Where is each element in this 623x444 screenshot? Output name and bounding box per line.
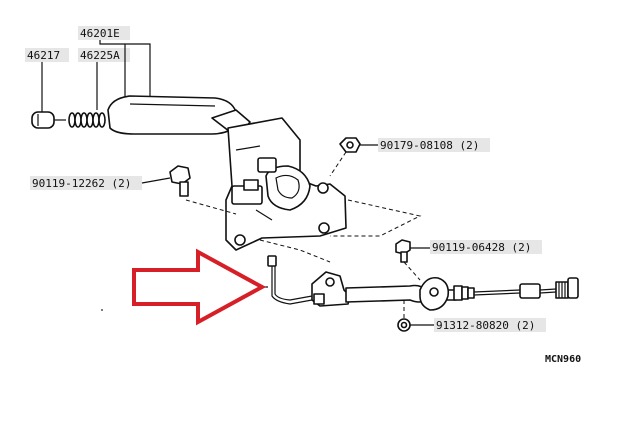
label-46225a: 46225A	[80, 49, 120, 62]
assembly-dashed-lines	[185, 151, 422, 318]
release-knob-46217	[31, 111, 66, 129]
bolt-90119-12262	[141, 165, 191, 197]
brake-cable-46410	[251, 255, 579, 311]
spring-46225a	[68, 112, 106, 128]
nut-90179-08108	[339, 137, 378, 153]
label-46201e: 46201E	[80, 27, 120, 40]
bolt-90119-06428	[395, 239, 430, 263]
speck	[101, 309, 103, 311]
parking-brake-lever	[107, 95, 347, 251]
label-91312-80820: 91312-80820 (2)	[436, 319, 535, 332]
group-bracket-46201e	[41, 40, 151, 112]
label-90119-12262: 90119-12262 (2)	[32, 177, 131, 190]
label-90119-06428: 90119-06428 (2)	[432, 241, 531, 254]
red-callout-arrow-icon	[132, 248, 267, 326]
label-90179-08108: 90179-08108 (2)	[380, 139, 479, 152]
label-46217: 46217	[27, 49, 60, 62]
diagram-code: MCN960	[545, 354, 581, 365]
bolt-washer-91312-80820	[397, 318, 434, 332]
